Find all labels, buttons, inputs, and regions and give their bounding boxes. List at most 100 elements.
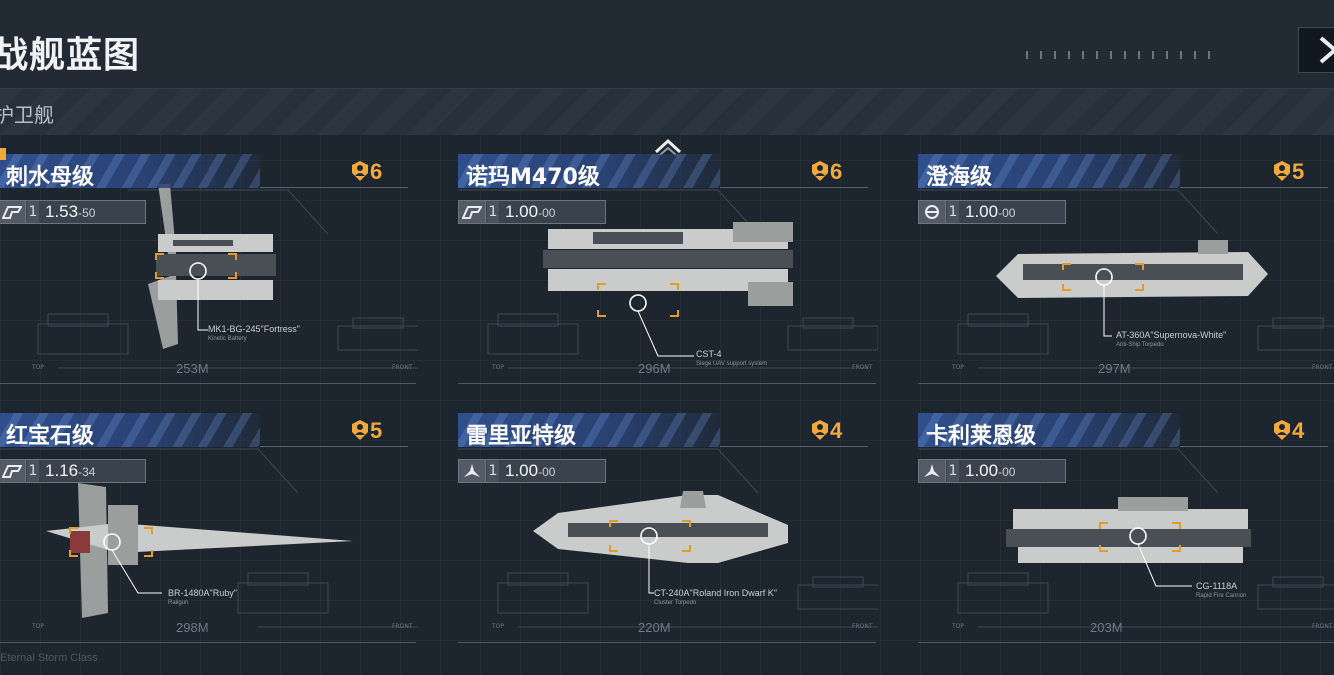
stat-class-icon [459, 201, 486, 223]
ship-card[interactable]: 雷里亚特级 4 1 1.00-00 CT-240A"Roland Iron Dw… [458, 413, 878, 663]
weapon-label: CT-240A"Roland Iron Dwarf K" Cluster Tor… [654, 588, 777, 606]
banner-line [260, 446, 408, 447]
ship-length: 298M [176, 620, 209, 635]
weapon-description: Rapid Fire Cannon [1196, 593, 1247, 599]
weapon-label: AT-360A"Supernova-White" Anti-Ship Torpe… [1116, 330, 1226, 348]
ship-card[interactable]: 卡利莱恩级 4 1 1.00-00 CG-1118A Rapid Fire Ca… [918, 413, 1334, 663]
hull-class-icon [2, 465, 22, 478]
ship-name-banner: 卡利莱恩级 [918, 413, 1180, 449]
chevron-up-icon[interactable] [654, 138, 682, 156]
stat-sub-value: -50 [78, 206, 96, 220]
weapon-name: BR-1480A"Ruby" [168, 588, 237, 598]
weapon-name: AT-360A"Supernova-White" [1116, 330, 1227, 340]
category-label: 护卫舰 [0, 103, 54, 127]
ship-length: 297M [1098, 361, 1131, 376]
stat-main-value: 1.16 [45, 461, 79, 480]
selected-marker [0, 148, 6, 160]
front-view-label: FRONT [392, 364, 413, 371]
ship-blueprint-illustration [918, 189, 1334, 369]
ship-name: 诺玛M470级 [466, 165, 600, 190]
hull-class-icon [2, 206, 22, 219]
crew-count-value: 6 [370, 159, 383, 184]
banner-line [1180, 446, 1328, 447]
top-view-label: TOP [492, 364, 505, 371]
stat-tier: 1 [27, 201, 39, 223]
ship-stat-box: 1 1.00-00 [918, 459, 1066, 483]
ship-stat-box: 1 1.53-50 [0, 200, 146, 224]
ship-name-banner: 雷里亚特级 [458, 413, 720, 449]
blueprint-baseline [918, 383, 1334, 384]
ship-name: 雷里亚特级 [466, 424, 577, 449]
stat-sub-value: -00 [998, 206, 1016, 220]
crew-emblem-icon [352, 420, 368, 440]
category-bar: 护卫舰 [0, 88, 1334, 135]
ship-length: 253M [176, 361, 209, 376]
crew-count-value: 4 [830, 418, 843, 443]
stat-class-icon [919, 460, 946, 482]
next-row-ghost-text: Eternal Storm Class [0, 652, 98, 664]
weapon-name: CG-1118A [1196, 581, 1238, 591]
ship-blueprint-illustration [458, 189, 878, 369]
ship-card[interactable]: 诺玛M470级 6 1 1.00-00 CST-4 Siege UAV supp… [458, 154, 878, 404]
stat-value: 1.00-00 [965, 460, 1015, 483]
weapon-description: Siege UAV support system [696, 361, 768, 367]
blueprint-baseline [458, 383, 876, 384]
ship-blueprint-illustration [918, 448, 1334, 628]
weapon-name: CT-240A"Roland Iron Dwarf K" [654, 588, 777, 598]
crew-emblem-icon [352, 161, 368, 181]
stat-class-icon [919, 201, 946, 223]
crew-count-value: 5 [1292, 159, 1305, 184]
top-view-label: TOP [492, 623, 505, 630]
ship-card[interactable]: 刺水母级 6 1 1.53-50 MK1-BG-245"Fortress" Ki… [0, 154, 418, 404]
ship-stat-box: 1 1.00-00 [458, 200, 606, 224]
stat-tier: 1 [487, 201, 499, 223]
page-title: 战舰蓝图 [0, 35, 141, 76]
ship-name: 澄海级 [926, 165, 993, 190]
weapon-description: Kinetic Battery [208, 336, 247, 342]
front-view-label: FRONT [1312, 364, 1333, 371]
frigate-class-icon [925, 205, 939, 219]
ship-name-banner: 红宝石级 [0, 413, 260, 449]
stat-main-value: 1.00 [965, 202, 999, 221]
ship-name-banner: 刺水母级 [0, 154, 260, 190]
stat-sub-value: -34 [78, 465, 96, 479]
ship-stat-box: 1 1.00-00 [918, 200, 1066, 224]
ship-name: 红宝石级 [6, 424, 95, 449]
stat-tier: 1 [27, 460, 39, 482]
ship-blueprint-illustration [458, 448, 878, 628]
crew-count-value: 6 [830, 159, 843, 184]
ship-length: 296M [638, 361, 671, 376]
ship-card[interactable]: 澄海级 5 1 1.00-00 AT-360A"Supernova-White"… [918, 154, 1334, 404]
weapon-label: CST-4 Siege UAV support system [696, 349, 767, 367]
stat-value: 1.53-50 [45, 201, 95, 224]
crew-count-value: 5 [370, 418, 383, 443]
ship-name-banner: 澄海级 [918, 154, 1180, 190]
banner-line [260, 187, 408, 188]
top-bar: 战舰蓝图 [0, 0, 1334, 88]
blueprint-baseline [0, 642, 416, 643]
decorative-ticks [1026, 44, 1256, 59]
hull-class-icon [462, 206, 482, 219]
weapon-label: MK1-BG-245"Fortress" Kinetic Battery [208, 324, 300, 342]
ship-card[interactable]: 红宝石级 5 1 1.16-34 BR-1480A"Ruby" Railgun … [0, 413, 418, 663]
stat-main-value: 1.00 [965, 461, 999, 480]
crew-emblem-icon [1274, 420, 1290, 440]
front-view-label: FRONT [1312, 623, 1333, 630]
stat-tier: 1 [947, 201, 959, 223]
crew-emblem-icon [1274, 161, 1290, 181]
stat-class-icon [0, 201, 26, 223]
close-button[interactable] [1298, 27, 1334, 73]
front-view-label: FRONT [852, 364, 873, 371]
blueprint-baseline [0, 383, 416, 384]
weapon-label: CG-1118A Rapid Fire Cannon [1196, 581, 1246, 599]
stat-sub-value: -00 [538, 206, 556, 220]
banner-line [720, 187, 868, 188]
front-view-label: FRONT [392, 623, 413, 630]
stat-value: 1.16-34 [45, 460, 95, 483]
top-view-label: TOP [32, 623, 45, 630]
fighter-class-icon [924, 464, 940, 477]
ship-blueprint-illustration [0, 448, 418, 628]
stat-sub-value: -00 [538, 465, 556, 479]
stat-tier: 1 [947, 460, 959, 482]
stat-value: 1.00-00 [505, 460, 555, 483]
